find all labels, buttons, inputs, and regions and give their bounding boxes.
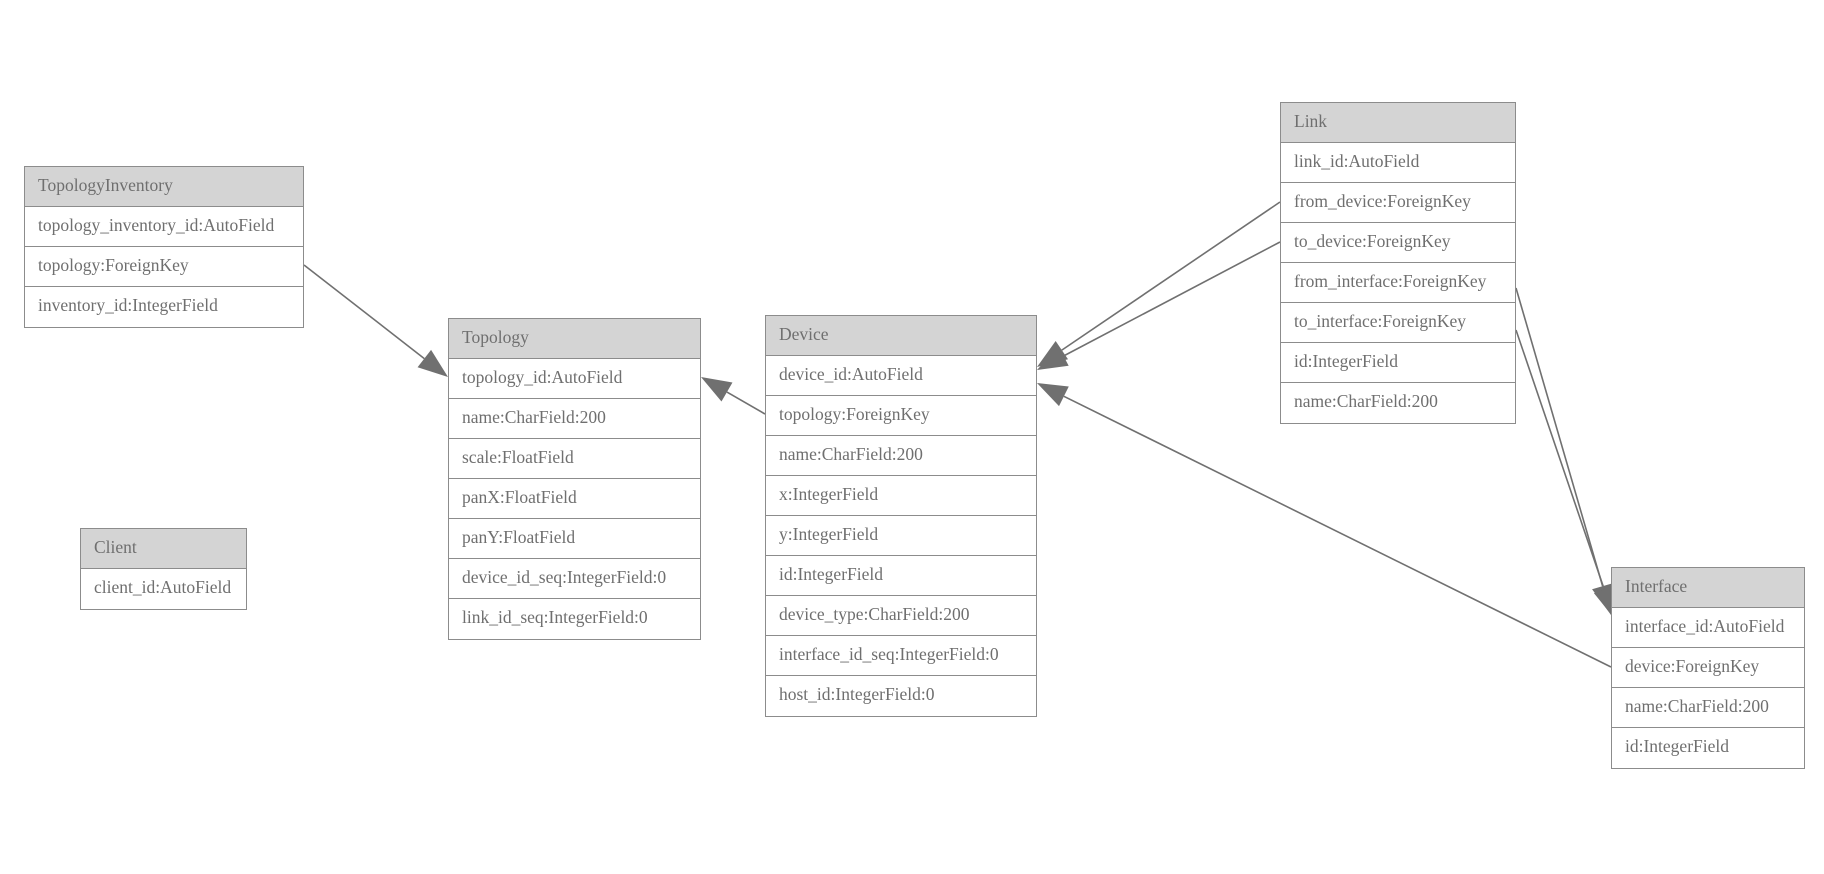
relation-arrowhead — [1037, 383, 1069, 407]
relation-link-from-device — [1037, 201, 1281, 367]
entity-field-row: name:CharField:200 — [449, 399, 700, 439]
relation-link-from-interface — [1515, 287, 1614, 615]
relation-line — [1515, 329, 1606, 590]
entity-title-topologyinventory: TopologyInventory — [25, 167, 303, 207]
entity-field-row: id:IntegerField — [766, 556, 1036, 596]
relation-arrowhead — [1037, 341, 1068, 367]
entity-field-row: from_device:ForeignKey — [1281, 183, 1515, 223]
relation-link-to-interface — [1515, 329, 1615, 618]
entity-field-row: device_id:AutoField — [766, 356, 1036, 396]
relation-topologyinventory-topology — [303, 264, 448, 377]
relation-line — [726, 391, 766, 415]
entity-field-row: interface_id:AutoField — [1612, 608, 1804, 648]
entity-field-row: interface_id_seq:IntegerField:0 — [766, 636, 1036, 676]
entity-field-row: client_id:AutoField — [81, 569, 246, 609]
entity-title-client: Client — [81, 529, 246, 569]
entity-field-row: id:IntegerField — [1281, 343, 1515, 383]
relation-interface-device — [1037, 383, 1612, 668]
entity-field-row: device:ForeignKey — [1612, 648, 1804, 688]
entity-field-row: topology_inventory_id:AutoField — [25, 207, 303, 247]
entity-title-device: Device — [766, 316, 1036, 356]
entity-title-link: Link — [1281, 103, 1515, 143]
entity-field-row: device_id_seq:IntegerField:0 — [449, 559, 700, 599]
relation-arrowhead — [701, 377, 733, 402]
relation-arrowhead — [1037, 346, 1069, 370]
entity-field-row: topology:ForeignKey — [766, 396, 1036, 436]
entity-field-row: name:CharField:200 — [766, 436, 1036, 476]
relation-line — [1515, 287, 1604, 587]
entity-field-row: link_id_seq:IntegerField:0 — [449, 599, 700, 639]
relation-line — [1061, 201, 1281, 351]
relation-line — [1063, 241, 1281, 357]
entity-field-row: link_id:AutoField — [1281, 143, 1515, 183]
entity-field-row: topology:ForeignKey — [25, 247, 303, 287]
relation-line — [303, 264, 425, 360]
entity-field-row: device_type:CharField:200 — [766, 596, 1036, 636]
entity-title-interface: Interface — [1612, 568, 1804, 608]
entity-field-row: panX:FloatField — [449, 479, 700, 519]
relation-link-to-device — [1037, 241, 1281, 370]
entity-title-topology: Topology — [449, 319, 700, 359]
entity-field-row: host_id:IntegerField:0 — [766, 676, 1036, 716]
relation-device-topology — [701, 377, 766, 415]
entity-field-row: panY:FloatField — [449, 519, 700, 559]
entity-field-row: inventory_id:IntegerField — [25, 287, 303, 327]
entity-field-row: to_interface:ForeignKey — [1281, 303, 1515, 343]
entity-field-row: from_interface:ForeignKey — [1281, 263, 1515, 303]
relation-arrowhead — [417, 349, 448, 377]
entity-field-row: name:CharField:200 — [1612, 688, 1804, 728]
entity-field-row: y:IntegerField — [766, 516, 1036, 556]
entity-field-row: x:IntegerField — [766, 476, 1036, 516]
entity-field-row: name:CharField:200 — [1281, 383, 1515, 423]
entity-field-row: topology_id:AutoField — [449, 359, 700, 399]
entity-field-row: to_device:ForeignKey — [1281, 223, 1515, 263]
entity-field-row: scale:FloatField — [449, 439, 700, 479]
entity-field-row: id:IntegerField — [1612, 728, 1804, 768]
relation-line — [1063, 395, 1612, 668]
